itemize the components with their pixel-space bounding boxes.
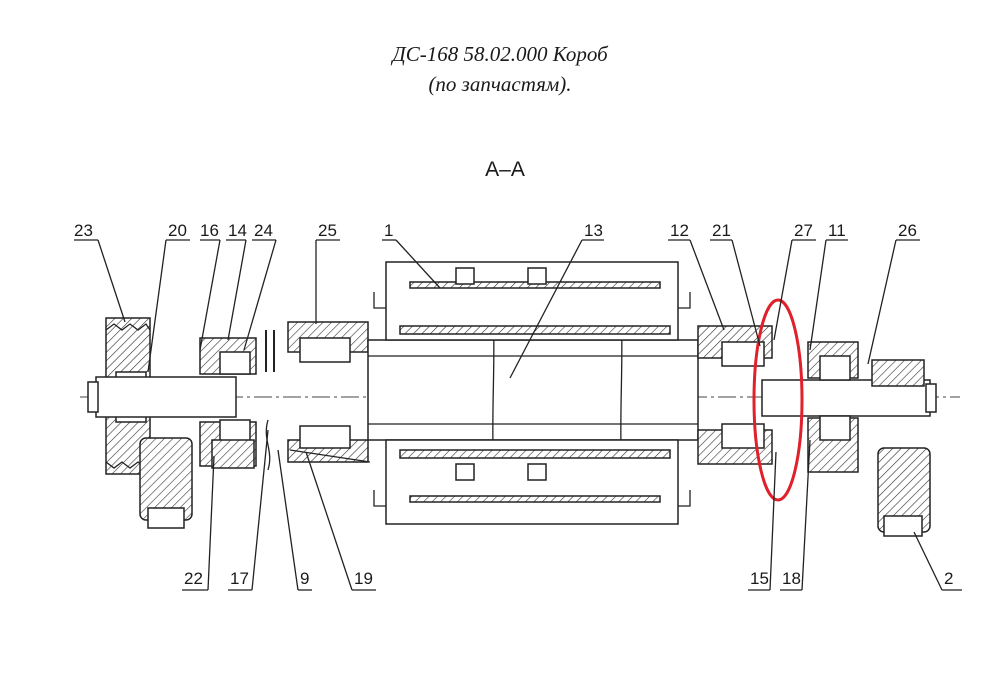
callout-15: 15	[750, 569, 769, 588]
shaft-left-end	[95, 376, 237, 418]
callout-13: 13	[584, 221, 603, 240]
bearing-housing-left	[199, 337, 257, 469]
callout-25: 25	[318, 221, 337, 240]
callout-24: 24	[254, 221, 273, 240]
callout-23: 23	[74, 221, 93, 240]
callout-27: 27	[794, 221, 813, 240]
callout-17: 17	[230, 569, 249, 588]
callout-21: 21	[712, 221, 731, 240]
callout-22: 22	[184, 569, 203, 588]
callout-9: 9	[300, 569, 309, 588]
right-counterweight	[871, 359, 931, 537]
drum-body	[367, 279, 699, 521]
section-label: А–А	[485, 158, 525, 181]
drawing-subtitle: (по запчастям).	[428, 72, 572, 96]
callout-14: 14	[228, 221, 247, 240]
callout-2: 2	[944, 569, 953, 588]
bearing-25	[287, 321, 371, 463]
callouts-top: 23 20 16 14 24 25 1 13 12 21 27 11 26	[74, 221, 920, 379]
callout-16: 16	[200, 221, 219, 240]
callout-19: 19	[354, 569, 373, 588]
bearing-right	[697, 325, 773, 465]
callout-12: 12	[670, 221, 689, 240]
callout-20: 20	[168, 221, 187, 240]
left-counterweight	[139, 437, 193, 529]
bearing-housing-right	[807, 341, 859, 473]
callout-1: 1	[384, 221, 393, 240]
box-top	[373, 261, 691, 341]
lever-left	[265, 330, 275, 372]
callouts-bottom: 22 17 9 19 15 18 2	[182, 429, 962, 591]
box-bottom	[373, 439, 691, 525]
callout-26: 26	[898, 221, 917, 240]
highlight-ellipse	[752, 298, 804, 502]
callout-11: 11	[828, 221, 846, 240]
break-line-left	[265, 419, 271, 471]
shaft-right-nut	[925, 383, 937, 413]
drawing-title: ДС-168 58.02.000 Короб	[392, 42, 608, 66]
shaft-left-nut	[87, 381, 99, 413]
callout-18: 18	[782, 569, 801, 588]
